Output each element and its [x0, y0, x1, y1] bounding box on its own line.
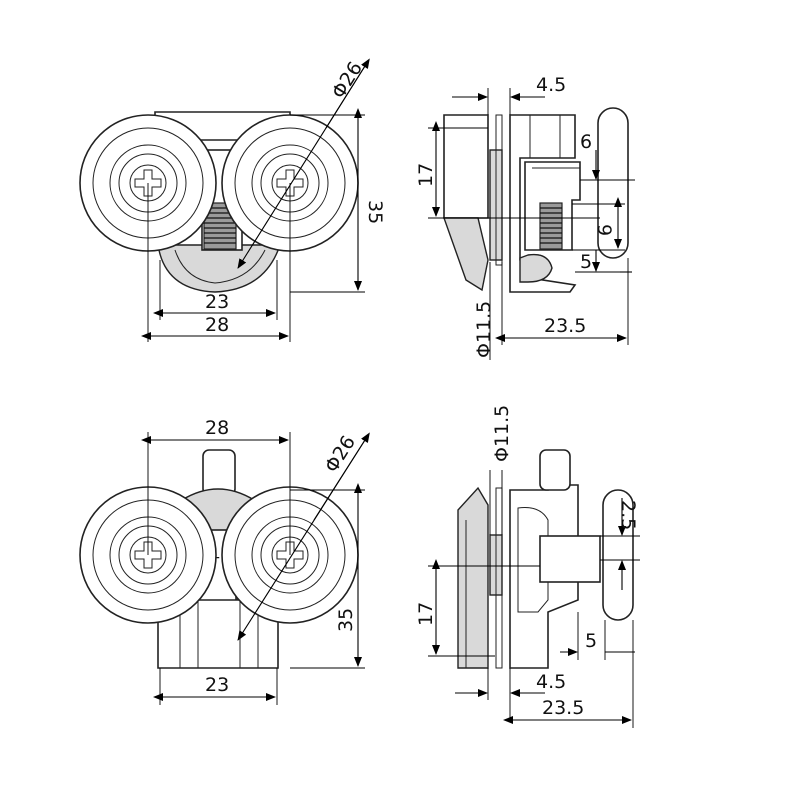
dim-5-label: 5 — [585, 630, 597, 652]
top-offset-label: 4.5 — [536, 74, 566, 96]
bottom-front-view: + 28 Φ26 — [79, 417, 370, 705]
diameter-label: Φ26 — [321, 432, 360, 477]
offset-17-label: 17 — [415, 602, 437, 626]
dim-2-5-label: 2.5 — [617, 500, 639, 530]
height-label: 35 — [335, 608, 357, 632]
top-side-view: 4.5 17 6 9 5 Φ11.5 23.5 — [415, 74, 635, 360]
depth-label: 23.5 — [544, 315, 586, 337]
top-post — [202, 449, 236, 496]
top-front-view: Φ26 35 23 28 — [79, 58, 386, 342]
diameter-label: Φ26 — [328, 58, 367, 103]
side-block — [443, 114, 489, 219]
shaft-diameter-label: Φ11.5 — [491, 405, 513, 462]
phillips-screw-icon — [134, 541, 162, 569]
phillips-screw-icon — [134, 169, 162, 197]
depth-label: 23.5 — [542, 697, 584, 719]
bottom-cup — [157, 244, 281, 293]
inner-width-label: 23 — [205, 291, 229, 313]
top-post — [539, 449, 571, 491]
offset-17-label: 17 — [415, 163, 437, 187]
dim-5-label: 5 — [580, 251, 592, 273]
shaft-diameter-label: Φ11.5 — [473, 301, 495, 358]
threaded-screw-icon — [539, 202, 563, 250]
dim-6-label: 6 — [580, 131, 592, 153]
wheel-profile — [602, 489, 634, 621]
bottom-offset-label: 4.5 — [536, 671, 566, 693]
inner-width-label: 23 — [205, 674, 229, 696]
outer-width-label: 28 — [205, 314, 229, 336]
height-label: 35 — [364, 200, 386, 224]
bottom-side-view: Φ11.5 2.5 17 5 4.5 23.5 — [415, 405, 640, 728]
dim-9-label: 9 — [593, 224, 615, 236]
outer-width-label: 28 — [205, 417, 229, 439]
axle-block — [539, 535, 601, 583]
